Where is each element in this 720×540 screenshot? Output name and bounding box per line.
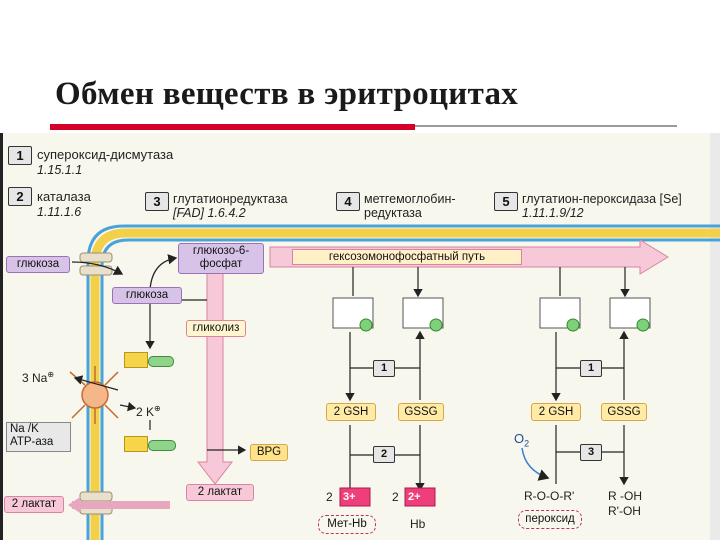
glucose-6-phosphate: глюкозо-6-фосфат (178, 243, 264, 274)
oxygen-label: O2 (514, 431, 530, 449)
enzyme-ec-2: 1.11.1.6 (37, 205, 82, 219)
enzyme-number-1: 1 (8, 146, 32, 165)
glycolysis-label: гликолиз (186, 320, 246, 337)
glucose-outside: глюкоза (6, 256, 70, 273)
methb-label: Мет-Hb (318, 515, 376, 534)
adp-icon (124, 436, 148, 452)
glucose-transporter (79, 252, 113, 276)
alcohol-2: R'-OH (608, 504, 641, 518)
fe2-label: 2+ (408, 491, 421, 503)
enzyme-ec-5: 1.11.1.9/12 (522, 206, 584, 220)
hb-label: Hb (410, 517, 426, 531)
pentose-phosphate-label: гексозомонофосфатный путь (292, 249, 522, 265)
step-1-right: 1 (580, 360, 602, 377)
fe2-box (404, 487, 436, 507)
step-3-right: 3 (580, 444, 602, 461)
left-redox-cycle (332, 267, 444, 492)
panel-right-edge (710, 133, 720, 540)
fe3-label: 3+ (343, 491, 356, 503)
enzyme-name-1: супероксид-дисмутаза (37, 147, 174, 162)
enzyme-name-4: метгемоглобин- (364, 192, 456, 206)
step-1-left: 1 (373, 360, 395, 377)
peroxide-label: пероксид (518, 510, 582, 529)
methb-count: 2 (326, 490, 333, 504)
k-import-arrow (119, 401, 137, 412)
gssg-left: GSSG (398, 403, 444, 421)
gsh-right: 2 GSH (531, 403, 581, 421)
alcohol-1: R -OH (608, 489, 642, 503)
bpg-label: BPG (250, 444, 288, 461)
diagram-panel (0, 133, 720, 540)
enzyme-number-5: 5 (494, 192, 518, 211)
atp-icon (124, 352, 148, 368)
lactate-inside: 2 лактат (186, 484, 254, 501)
na-export-arrow (73, 375, 119, 391)
gssg-right: GSSG (601, 403, 647, 421)
peroxide-formula: R-O-O-R' (524, 489, 575, 503)
enzyme-ec-3: [FAD] 1.6.4.2 (173, 206, 246, 220)
sodium-label: 3 Na⊕ (22, 370, 55, 385)
glucose-inside: глюкоза (112, 287, 182, 304)
enzyme-number-3: 3 (145, 192, 169, 211)
lactate-outside: 2 лактат (4, 496, 64, 513)
atp-phosphates-icon (148, 356, 174, 367)
glucose-uptake-arrow (71, 261, 124, 275)
enzyme-number-4: 4 (336, 192, 360, 211)
gsh-left: 2 GSH (326, 403, 376, 421)
atpase-pump (69, 366, 119, 424)
enzyme-ec-1: 1.15.1.1 (37, 163, 83, 177)
glycolysis-arrow (196, 267, 234, 485)
slide-title: Обмен веществ в эритроцитах (55, 76, 519, 112)
title-underline-red (50, 124, 415, 130)
lactate-export-arrowhead (68, 497, 80, 513)
enzyme-line2-4: редуктаза (364, 206, 422, 220)
panel-left-edge (0, 133, 3, 540)
enzyme-name-2: каталаза (37, 189, 91, 204)
potassium-label: 2 K⊕ (136, 404, 161, 419)
fe3-box (339, 487, 371, 507)
adp-phosphates-icon (148, 440, 176, 451)
step-2-left: 2 (373, 446, 395, 463)
hexokinase-arrow (149, 254, 178, 291)
right-redox-cycle (521, 267, 651, 486)
enzyme-name-3: глутатионредуктаза (173, 192, 288, 206)
title-underline-gray (415, 125, 677, 127)
enzyme-number-2: 2 (8, 187, 32, 206)
enzyme-name-5: глутатион-пероксидаза [Se] (522, 192, 682, 206)
hb-count: 2 (392, 490, 399, 504)
